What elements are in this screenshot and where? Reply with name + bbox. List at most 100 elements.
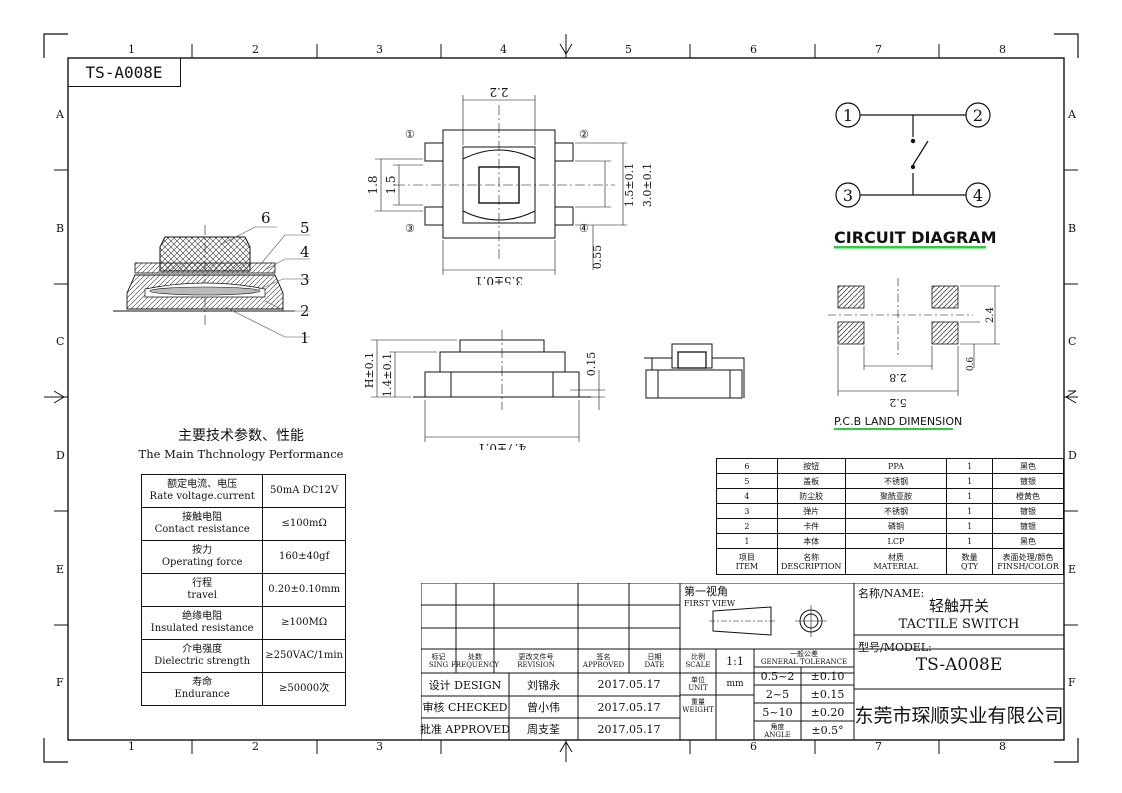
tol-value-1: ±0.10	[810, 669, 845, 683]
bom-desc: 盖板	[776, 473, 846, 489]
rev-head-rev-cn: 更改文件号	[518, 653, 554, 661]
spec-value: 50mA DC12V	[262, 474, 346, 508]
rev-head-appr-cn: 签名	[596, 653, 611, 661]
bom-qty: 1	[946, 473, 994, 489]
tol-title-cn: 一般公差	[790, 650, 818, 658]
scale-en: SCALE	[685, 661, 711, 669]
bom-head-desc-cn: 名称	[803, 552, 820, 562]
spec-name-en: Insulated resistance	[150, 623, 254, 634]
approved-name: 周支荃	[527, 723, 560, 736]
weight-en: WEIGHT	[682, 706, 714, 714]
spec-title-cn: 主要技术参数、性能	[178, 428, 304, 444]
bom-desc: 按钮	[776, 458, 846, 474]
bom-desc: 防尘胶	[776, 488, 846, 504]
side-view: H±0.1 1.4±0.1 0.15 4.7±0.1	[365, 330, 605, 450]
rev-head-date-en: DATE	[644, 661, 665, 669]
circuit-pin-2: 2	[973, 106, 983, 125]
dim-side-width: 4.7±0.1	[478, 441, 526, 450]
dim-left-inner: 1.5	[384, 175, 398, 194]
spec-name-en: Endurance	[174, 689, 230, 700]
checked-date: 2017.05.17	[597, 700, 661, 714]
bom-head-desc-en: DESCRIPTION	[780, 561, 842, 571]
dim-top: 2.2	[489, 85, 508, 99]
spec-value: ≥50000次	[262, 672, 346, 706]
pcb-land-view: 2.8 5.2 2.4 0.6 P.C.B LAND DIMENSION	[828, 278, 1000, 430]
dim-height: H±0.1	[365, 352, 376, 388]
pcb-dim-height: 2.4	[985, 307, 996, 323]
end-view	[644, 343, 745, 399]
spec-name-cn: 寿命	[192, 677, 213, 688]
bom-desc: 弹片	[776, 503, 846, 519]
bom-material: 聚酰亚胺	[844, 488, 948, 504]
spec-value: 160±40gf	[262, 540, 346, 574]
bom-material: LCP	[844, 533, 948, 549]
approved-date: 2017.05.17	[597, 722, 661, 736]
bom-desc: 卡件	[776, 518, 846, 534]
pcb-dim-inner: 2.8	[889, 371, 907, 384]
bom-item: 2	[716, 518, 778, 534]
spec-name-cn: 绝缘电阻	[182, 611, 223, 622]
bom-material: 不锈钢	[844, 473, 948, 489]
bom-head-item-cn: 项目	[738, 552, 755, 562]
rev-head-sing-cn: 标记	[431, 653, 446, 661]
circuit-title: CIRCUIT DIAGRAM	[834, 228, 997, 247]
pin-2-label: ②	[579, 128, 589, 141]
bom-material: PPA	[844, 458, 948, 474]
bom-finish: 黑色	[992, 458, 1064, 474]
bom-head-mat-en: MATERIAL	[873, 561, 919, 571]
bom-item: 3	[716, 503, 778, 519]
model-label: 型号/MODEL:	[858, 641, 932, 654]
pin-1-label: ①	[405, 128, 415, 141]
pcb-dim-outer: 5.2	[889, 396, 907, 409]
bom-qty: 1	[946, 488, 994, 504]
bom-finish: 镀银	[992, 503, 1064, 519]
bom-item: 5	[716, 473, 778, 489]
scale-value: 1:1	[726, 654, 744, 668]
tol-value-2: ±0.15	[810, 687, 845, 701]
bom-item: 1	[716, 533, 778, 549]
tol-range-2: 2~5	[765, 687, 790, 701]
circuit-pin-3: 3	[843, 186, 853, 205]
pin-4-label: ④	[579, 222, 589, 235]
bom-finish: 镀银	[992, 518, 1064, 534]
rev-head-sing-en: SING	[428, 661, 449, 669]
product-name-en: TACTILE SWITCH	[898, 616, 1020, 632]
tol-angle-cn: 角度	[770, 722, 785, 731]
bom-head-item-en: ITEM	[735, 561, 759, 571]
unit-cn: 单位	[691, 676, 705, 684]
dim-right-b: 3.0±0.1	[641, 163, 654, 207]
bom-head-fin-cn: 表面处理/颜色	[1002, 552, 1054, 562]
unit-value: mm	[726, 679, 744, 689]
callout-5: 5	[300, 219, 310, 237]
bom-head-qty-cn: 数量	[961, 552, 978, 562]
tol-value-3: ±0.20	[810, 705, 845, 719]
bom-desc: 本体	[776, 533, 846, 549]
spec-value: ≤100mΩ	[262, 507, 346, 541]
projection-en: FIRST VIEW	[684, 599, 736, 608]
bom-material: 不锈钢	[844, 503, 948, 519]
rev-head-rev-en: REVISION	[517, 661, 555, 669]
pcb-title: P.C.B LAND DIMENSION	[834, 415, 962, 428]
projection-label: 第一视角 FIRST VIEW	[684, 586, 735, 610]
bom-qty: 1	[946, 503, 994, 519]
company-name: 东莞市琛顺实业有限公司	[854, 705, 1064, 727]
tol-range-1: 0.5~2	[760, 669, 795, 683]
spec-name-en: Dielectric strength	[154, 656, 251, 667]
section-view: 6 5 4 3 2 1	[113, 209, 310, 347]
dim-left-outer: 1.8	[366, 175, 380, 194]
tol-range-3: 5~10	[762, 705, 793, 719]
rev-head-freq-cn: 处数	[468, 653, 482, 661]
circuit-title-underline	[834, 246, 986, 249]
tol-angle-en: ANGLE	[764, 730, 791, 739]
